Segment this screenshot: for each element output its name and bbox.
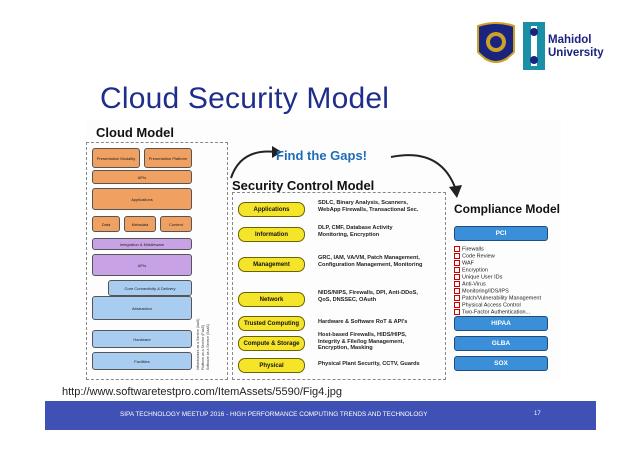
layer-management: Management [238, 257, 305, 272]
checklist-item: Code Review [454, 252, 541, 260]
security-model-frame [232, 192, 446, 380]
checkbox-icon [454, 280, 460, 287]
data-box: Data [92, 216, 120, 232]
layer-management-desc: GRC, IAM, VA/VM, Patch Management, Confi… [318, 255, 423, 268]
checklist-item: WAF [454, 259, 541, 267]
presentation-platform-box: Presentation Platform [144, 148, 192, 168]
checkbox-icon [454, 273, 460, 280]
hipaa-box: HIPAA [454, 316, 548, 331]
apis-top-box: APIs [92, 170, 192, 184]
slide-title: Cloud Security Model [100, 82, 390, 115]
layer-information: Information [238, 227, 305, 242]
footer-bar [45, 401, 596, 430]
arrow-curve-right [390, 154, 462, 198]
checkbox-icon [454, 287, 460, 294]
layer-applications-desc: SDLC, Binary Analysis, Scanners, WebApp … [318, 200, 419, 213]
layer-compute-storage: Compute & Storage [238, 336, 305, 351]
checkbox-icon [454, 294, 460, 301]
presentation-modality-box: Presentation Modality [92, 148, 140, 168]
mahidol-mark-icon [523, 22, 545, 70]
checkbox-icon [454, 266, 460, 273]
page-number: 17 [534, 411, 541, 417]
checklist-item: Unique User IDs [454, 273, 541, 281]
find-gaps-title: Find the Gaps! [276, 148, 367, 163]
checkbox-icon [454, 246, 460, 252]
checklist-item: Monitoring/IDS/IPS [454, 287, 541, 295]
facilities-box: Facilities [92, 352, 192, 370]
layer-compute-storage-desc: Host-based Firewalls, HIDS/HIPS, Integri… [318, 332, 407, 352]
layer-physical: Physical [238, 358, 305, 373]
checklist-item: Firewalls [454, 246, 541, 253]
layer-physical-desc: Physical Plant Security, CCTV, Guards [318, 361, 420, 367]
layer-trusted-computing: Trusted Computing [238, 316, 305, 331]
apis-mid-box: APIs [92, 254, 192, 276]
checkbox-icon [454, 301, 460, 308]
arrow-curve-left [230, 146, 282, 179]
sox-box: SOX [454, 356, 548, 371]
checklist-item: Anti-Virus [454, 280, 541, 288]
hardware-box: Hardware [92, 330, 192, 348]
logo-line1: Mahidol [548, 34, 592, 46]
checkbox-icon [454, 259, 460, 266]
checklist-item: Patch/Vulnerability Management [454, 294, 541, 302]
logo-line2: University [548, 47, 604, 59]
service-model-labels: Infrastructure as a Service (IaaS) Platf… [196, 270, 222, 370]
layer-applications: Applications [238, 202, 305, 217]
layer-network-desc: NIDS/NIPS, Firewalls, DPI, Anti-DDoS, Qo… [318, 290, 418, 303]
checklist-item: Two-Factor Authentication... [454, 308, 541, 316]
metadata-box: Metadata [124, 216, 156, 232]
compliance-model-title: Compliance Model [454, 202, 561, 216]
pci-box: PCI [454, 226, 548, 241]
mahidol-logo-text: Mahidol University [548, 34, 604, 60]
footer-text: SIPA TECHNOLOGY MEETUP 2016 - HIGH PERFO… [120, 411, 428, 418]
applications-box: Applications [92, 188, 192, 210]
security-control-model-title: Security Control Model [232, 178, 375, 193]
cloud-model-frame [86, 142, 228, 380]
source-link[interactable]: http://www.softwaretestpro.com/ItemAsset… [62, 386, 343, 398]
checkbox-icon [454, 252, 460, 259]
checklist-item: Encryption [454, 266, 541, 274]
layer-trusted-computing-desc: Hardware & Software RoT & API's [318, 319, 408, 325]
content-box: Content [160, 216, 192, 232]
pci-checklist: Firewalls Code Review WAF Encryption Uni… [454, 246, 541, 316]
layer-information-desc: DLP, CMF, Database Activity Monitoring, … [318, 225, 393, 238]
checkbox-icon [454, 308, 460, 315]
integration-box: Integration & Middleware [92, 238, 192, 250]
mahidol-seal-logo [477, 22, 515, 63]
cloud-security-figure: Cloud Model Presentation Modality Presen… [86, 120, 561, 380]
cloud-model-title: Cloud Model [96, 125, 174, 140]
core-connectivity-box: Core Connectivity & Delivery [108, 280, 192, 296]
layer-network: Network [238, 292, 305, 307]
checklist-item: Physical Access Control [454, 301, 541, 309]
glba-box: GLBA [454, 336, 548, 351]
abstraction-box: Abstraction [92, 296, 192, 320]
saas-label: Software as a Service (SaaS) [206, 324, 210, 370]
